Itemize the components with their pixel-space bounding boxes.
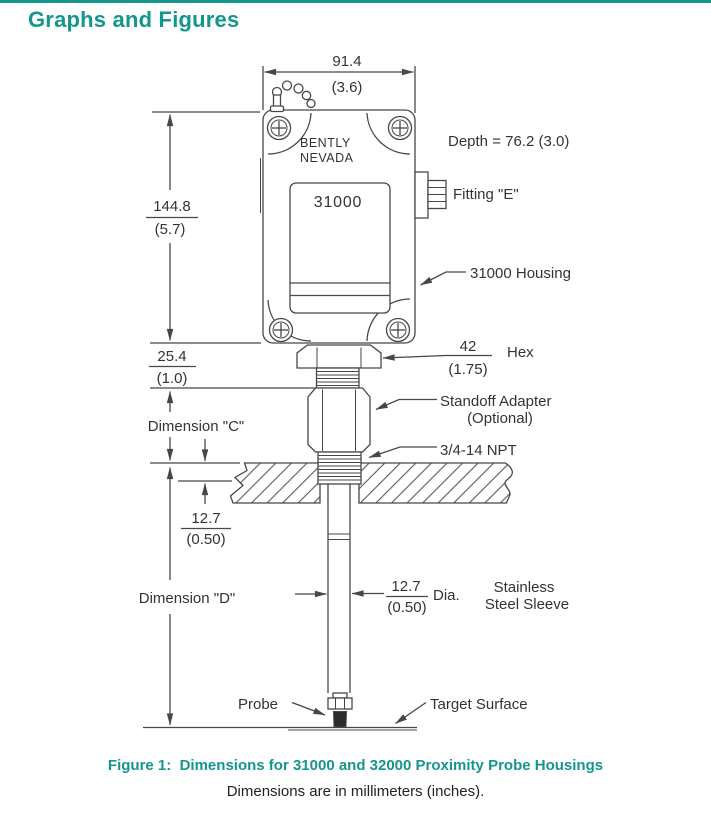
- sleeve-label-line2: Steel Sleeve: [485, 596, 569, 613]
- figure-caption: Figure 1: Dimensions for 31000 and 32000…: [0, 757, 711, 800]
- dim-hex-size: 42 (1.75) Hex: [382, 338, 534, 378]
- callout-probe: Probe: [238, 696, 326, 716]
- dim-sleeve-dia: 12.7 (0.50) Dia. Stainless Steel Sleeve: [295, 578, 569, 616]
- callout-target: Target Surface: [395, 696, 528, 725]
- conduit-fitting: [414, 171, 447, 219]
- npt-threads: [317, 451, 362, 485]
- top-accent-rule: [0, 0, 711, 3]
- standoff-label-line1: Standoff Adapter: [440, 393, 551, 410]
- dim-height-mm: 144.8: [153, 198, 191, 215]
- housing-callout-label: 31000 Housing: [470, 265, 571, 282]
- dim-c-label: Dimension "C": [148, 418, 245, 435]
- probe-tip: [332, 711, 348, 728]
- standoff-adapter-body: [307, 387, 371, 453]
- screw-top-right: [387, 115, 413, 141]
- dim-hexoff-in: (1.0): [157, 370, 188, 387]
- callout-housing: 31000 Housing: [420, 265, 571, 286]
- dim-hexoff-mm: 25.4: [157, 348, 186, 365]
- dim-sleeve-mm: 12.7: [391, 578, 420, 595]
- plug-chain: [269, 80, 316, 113]
- hex-nut: [296, 344, 382, 369]
- dia-label: Dia.: [433, 587, 460, 604]
- sleeve: [327, 484, 353, 710]
- dim-hexsize-in: (1.75): [448, 361, 487, 378]
- depth-label: Depth = 76.2 (3.0): [448, 133, 569, 150]
- dim-d-label: Dimension "D": [139, 590, 236, 607]
- npt-label: 3/4-14 NPT: [440, 442, 517, 459]
- hex-label: Hex: [507, 344, 534, 361]
- figure-caption-subtitle: Dimensions are in millimeters (inches).: [226, 783, 485, 800]
- screw-bottom-right: [385, 317, 411, 343]
- housing-model: 31000: [314, 194, 363, 211]
- dim-housing-height: 144.8 (5.7): [146, 111, 261, 344]
- callout-standoff: Standoff Adapter (Optional): [375, 393, 551, 427]
- dim-width-in: (3.6): [332, 79, 363, 96]
- brand-line1: BENTLY: [300, 136, 351, 150]
- sleeve-label-line1: Stainless: [494, 579, 555, 596]
- housing-body: BENTLY NEVADA 31000: [260, 109, 416, 344]
- dim-width-mm: 91.4: [332, 53, 361, 70]
- dim-sleeve-in: (0.50): [387, 599, 426, 616]
- dim-d: Dimension "D": [139, 467, 236, 726]
- dim-plate: 12.7 (0.50): [178, 439, 232, 548]
- screw-bottom-left: [268, 317, 294, 343]
- mounting-plate: [229, 462, 513, 504]
- dim-hex-offset: 25.4 (1.0): [149, 348, 315, 389]
- dim-hexsize-mm: 42: [460, 338, 477, 355]
- standoff-label-line2: (Optional): [467, 410, 533, 427]
- figure-caption-title: Figure 1: Dimensions for 31000 and 32000…: [107, 757, 604, 774]
- upper-threads: [315, 367, 360, 389]
- target-surface-label: Target Surface: [430, 696, 528, 713]
- fitting-label: Fitting "E": [453, 186, 519, 203]
- dim-plate-mm: 12.7: [191, 510, 220, 527]
- callout-npt: 3/4-14 NPT: [368, 442, 517, 459]
- dim-housing-width: 91.4 (3.6): [262, 53, 416, 113]
- dim-c: Dimension "C": [148, 391, 245, 464]
- probe-label: Probe: [238, 696, 278, 713]
- dim-height-in: (5.7): [155, 221, 186, 238]
- page-title: Graphs and Figures: [28, 7, 240, 32]
- target-surface-line: [143, 726, 417, 731]
- screw-top-left: [266, 115, 292, 141]
- brand-line2: NEVADA: [300, 151, 354, 165]
- dim-plate-in: (0.50): [186, 531, 225, 548]
